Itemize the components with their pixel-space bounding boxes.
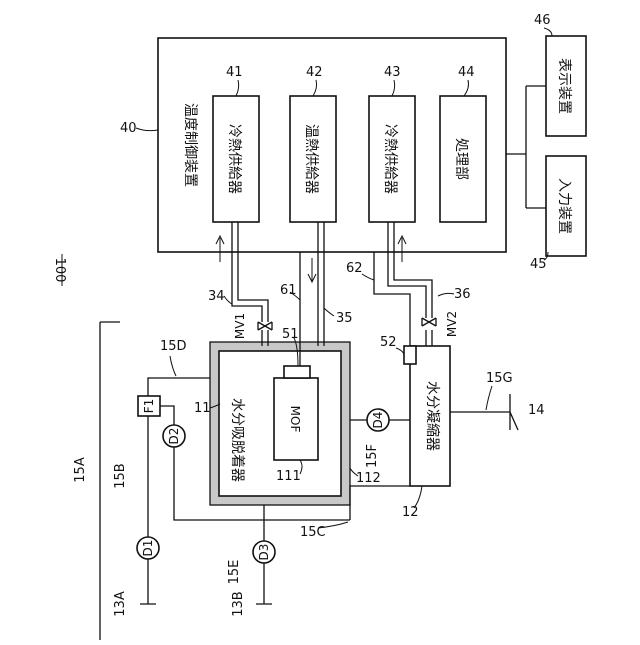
ref-15E: 15E <box>227 560 242 585</box>
leader-15D <box>170 356 176 376</box>
leader-35 <box>324 308 334 316</box>
terminal-13A <box>140 592 156 604</box>
ref-62: 62 <box>346 261 363 276</box>
figure-number: 100 <box>52 258 67 283</box>
terminal-13B <box>256 592 272 604</box>
temperature-control-label: 温度制御装置 <box>182 103 198 187</box>
damper-d2-label: D2 <box>167 428 181 445</box>
mof-cap <box>284 366 310 378</box>
ref-61: 61 <box>280 283 297 298</box>
leader-62 <box>362 274 374 280</box>
terminal-14 <box>510 394 518 430</box>
ref-15D: 15D <box>160 339 187 354</box>
unit-43-label: 冷熱供給器 <box>382 124 398 194</box>
ref-45: 45 <box>530 257 547 272</box>
arrow-35-down <box>308 258 316 282</box>
ref-41: 41 <box>226 65 243 80</box>
leader-52 <box>396 348 404 354</box>
ref-36: 36 <box>454 287 471 302</box>
unit-42-label: 温熱供給器 <box>303 124 319 194</box>
damper-d1-label: D1 <box>141 540 155 557</box>
ref-112: 112 <box>356 471 381 486</box>
ref-15A: 15A <box>73 457 88 483</box>
display-device-label: 表示装置 <box>556 58 572 114</box>
damper-d4-label: D4 <box>371 412 385 429</box>
input-device-label: 入力装置 <box>556 178 572 234</box>
filter-f1-label: F1 <box>142 399 156 414</box>
ref-51: 51 <box>282 327 299 342</box>
mof-label: MOF <box>288 406 302 433</box>
leader-46 <box>544 28 552 36</box>
ref-111: 111 <box>276 469 301 484</box>
line-62 <box>374 252 410 346</box>
ref-35: 35 <box>336 311 353 326</box>
ref-13A: 13A <box>113 591 128 617</box>
ref-43: 43 <box>384 65 401 80</box>
leader-36 <box>438 293 454 296</box>
pipe-36-to-condenser <box>426 330 432 346</box>
ref-15F: 15F <box>365 444 380 468</box>
ref-15G: 15G <box>486 371 513 386</box>
leader-34 <box>224 296 232 304</box>
valve-mv1-label: MV1 <box>233 313 247 339</box>
device-bus-line <box>506 86 546 208</box>
duct-15D <box>148 378 210 396</box>
ref-44: 44 <box>458 65 475 80</box>
ref-42: 42 <box>306 65 323 80</box>
leader-15G <box>486 386 492 410</box>
ref-15B: 15B <box>113 463 128 488</box>
unit-44-label: 処理部 <box>453 138 469 180</box>
ref-52: 52 <box>380 335 397 350</box>
ref-34: 34 <box>208 289 225 304</box>
leader-40 <box>136 128 158 131</box>
damper-d3-label: D3 <box>257 544 271 561</box>
ref-40: 40 <box>120 121 137 136</box>
ref-14: 14 <box>528 403 545 418</box>
valve-mv1-icon <box>258 322 272 330</box>
valve-mv2-label: MV2 <box>445 311 459 337</box>
ref-13B: 13B <box>231 591 246 616</box>
condenser-label: 水分凝縮器 <box>424 381 440 451</box>
valve-mv2-icon <box>422 318 436 326</box>
ref-11: 11 <box>194 401 211 416</box>
ref-46: 46 <box>534 13 551 28</box>
unit-41-label: 冷熱供給器 <box>226 124 242 194</box>
condenser-sensor <box>404 346 416 364</box>
adsorber-label: 水分吸脱着器 <box>229 398 245 482</box>
ref-12: 12 <box>402 505 419 520</box>
